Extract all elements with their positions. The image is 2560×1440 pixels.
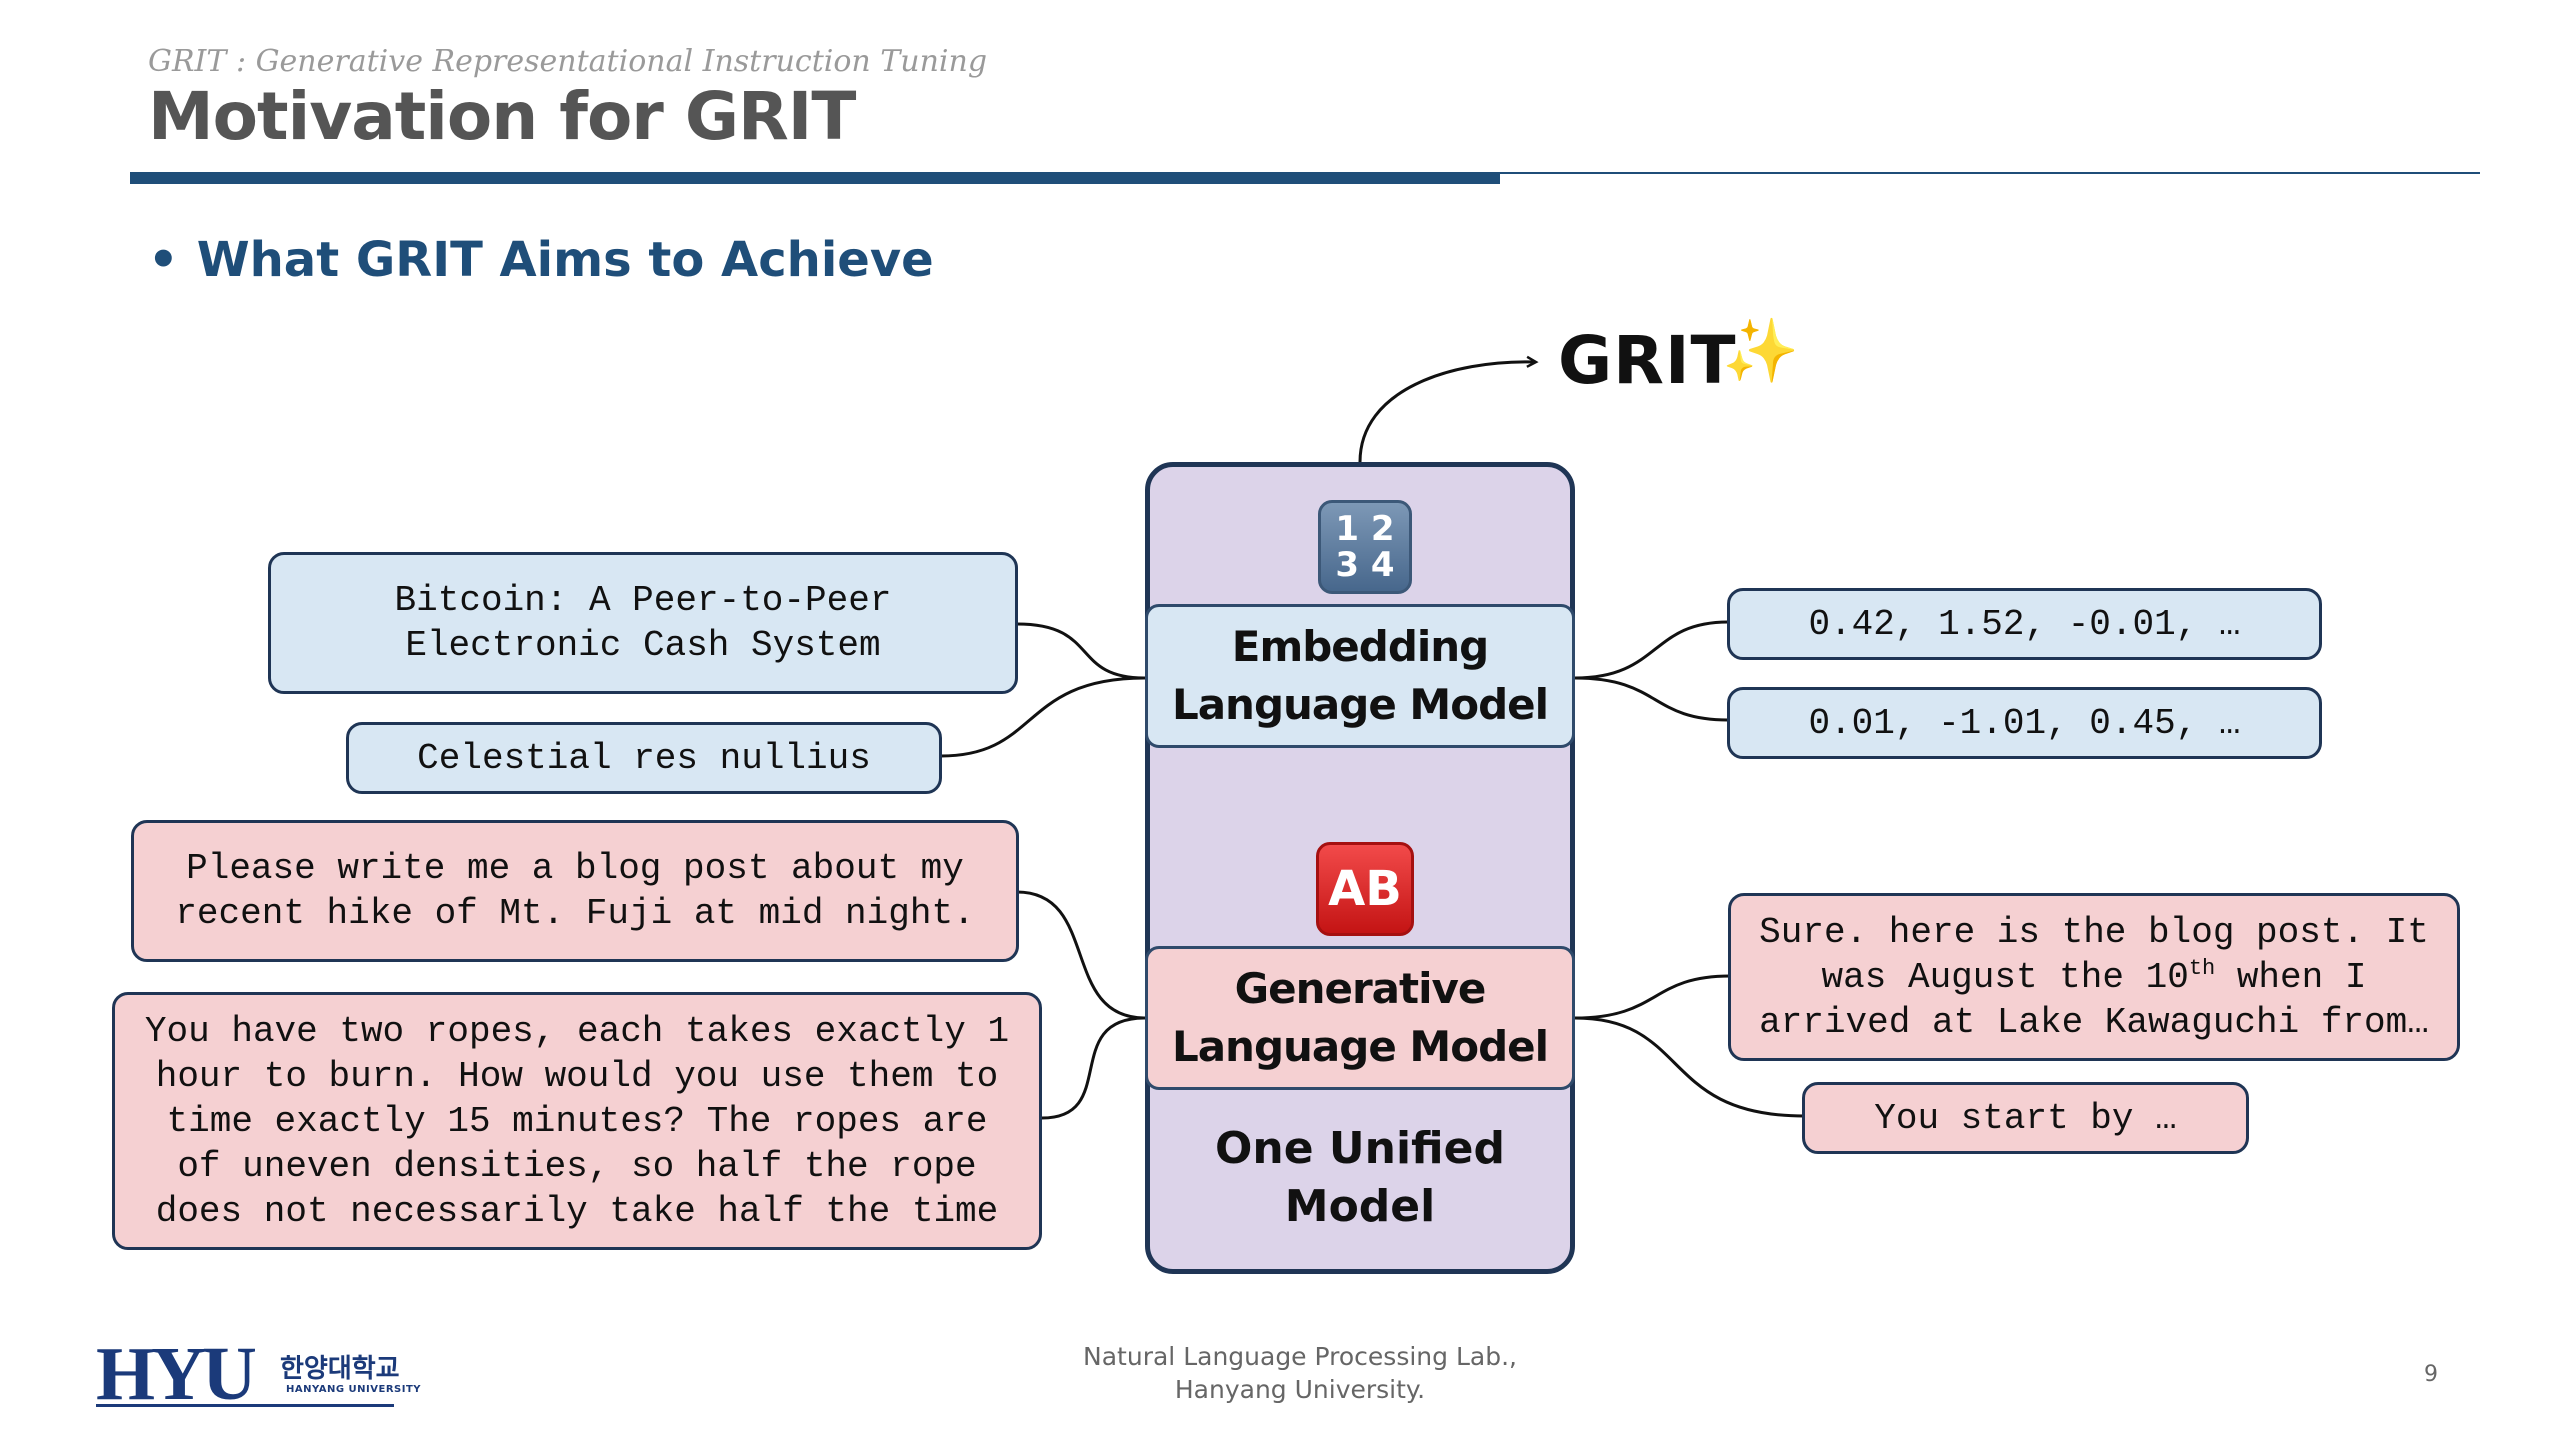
page-number: 9 <box>2424 1362 2438 1387</box>
embedding-input-box: Celestial res nullius <box>346 722 942 794</box>
connector-gen-input-1 <box>1016 890 1146 1020</box>
generative-output-box: You start by … <box>1802 1082 2249 1154</box>
bullet-heading: • What GRIT Aims to Achieve <box>148 232 934 288</box>
generative-model-box: Generative Language Model <box>1145 946 1575 1090</box>
bullet-text: What GRIT Aims to Achieve <box>196 232 934 288</box>
generative-model-label: Generative Language Model <box>1171 964 1549 1071</box>
grit-output-label: GRIT <box>1558 322 1737 399</box>
ab-button-icon: AB <box>1316 842 1414 936</box>
generative-output-box: Sure. here is the blog post. It was Augu… <box>1728 893 2460 1061</box>
connector-embed-output-2 <box>1574 676 1729 722</box>
hyu-logo-english: HANYANG UNIVERSITY <box>286 1384 422 1395</box>
embedding-output-box: 0.01, -1.01, 0.45, … <box>1727 687 2322 759</box>
generative-input-box: You have two ropes, each takes exactly 1… <box>112 992 1042 1250</box>
title-underline-thin <box>1500 172 2480 174</box>
bullet-marker: • <box>148 232 179 288</box>
hyu-logo-korean: 한양대학교 <box>280 1354 400 1384</box>
connector-embed-input-1 <box>1016 622 1146 680</box>
sparkles-icon: ✨ <box>1722 314 1800 387</box>
connector-embed-output-1 <box>1574 620 1729 680</box>
slide-title: Motivation for GRIT <box>148 78 856 155</box>
connector-gen-output-2 <box>1574 1016 1805 1118</box>
embedding-model-box: Embedding Language Model <box>1145 604 1575 748</box>
generative-output-line: Sure. here is the blog post. It <box>1759 911 2429 953</box>
generative-output-line: was August the 10th when I <box>1821 955 2367 998</box>
embedding-output-box: 0.42, 1.52, -0.01, … <box>1727 588 2322 660</box>
unified-model-label: One Unified Model <box>1215 1123 1505 1232</box>
connector-embed-input-2 <box>940 676 1146 758</box>
title-underline-thick <box>130 172 1500 184</box>
hyu-logo-text: HYU <box>96 1332 257 1416</box>
connector-gen-input-2 <box>1041 1016 1146 1120</box>
connector-gen-output-1 <box>1574 974 1731 1020</box>
generative-output-line: arrived at Lake Kawaguchi from… <box>1759 1001 2429 1043</box>
presentation-subtitle: GRIT : Generative Representational Instr… <box>148 44 988 79</box>
hyu-logo-underline <box>96 1404 394 1407</box>
arrow-to-grit <box>1358 355 1539 463</box>
footer-lab-name: Natural Language Processing Lab., Hanyan… <box>1083 1342 1517 1404</box>
embedding-input-box: Bitcoin: A Peer-to-Peer Electronic Cash … <box>268 552 1018 694</box>
embedding-model-label: Embedding Language Model <box>1171 622 1549 729</box>
generative-input-box: Please write me a blog post about my rec… <box>131 820 1019 962</box>
